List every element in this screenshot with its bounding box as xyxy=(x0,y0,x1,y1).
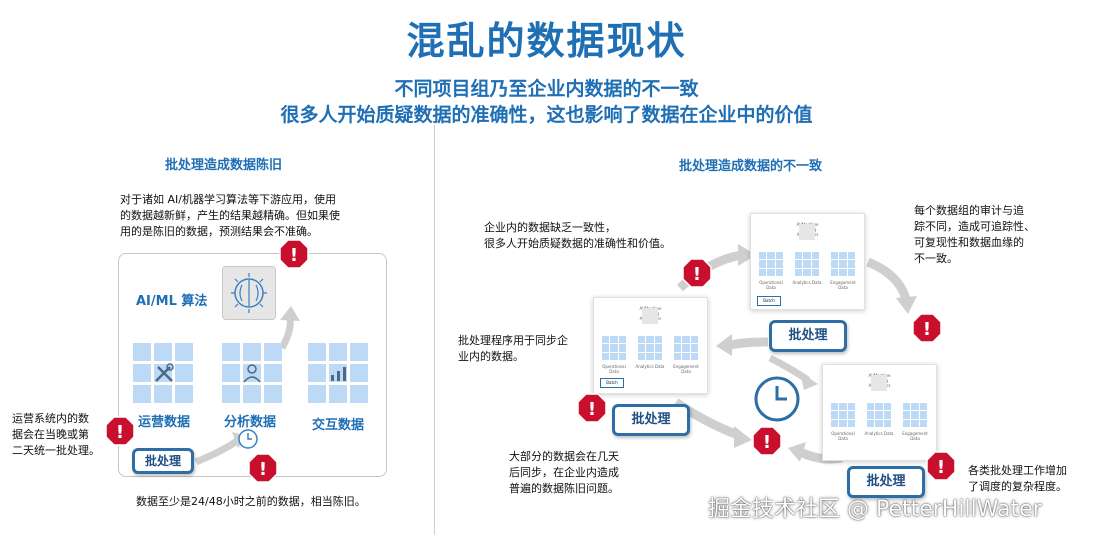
warning-icon: ! xyxy=(248,453,278,483)
data-card-right: AI/MachineLearningAlgorithms Operational… xyxy=(822,364,937,461)
left-top-note: 对于诸如 AI/机器学习算法等下游应用，使用 的数据越新鲜，产生的结果越精确。但… xyxy=(120,193,340,238)
chart-icon xyxy=(331,367,346,381)
page-title: 混乱的数据现状 xyxy=(406,19,687,63)
operations-data-tiles xyxy=(133,343,193,403)
data-card-top: AI/MachineLearningAlgorithms Operational… xyxy=(750,213,865,310)
warning-icon: ! xyxy=(279,239,309,269)
svg-text:!: ! xyxy=(116,422,124,443)
right-note-top-right: 每个数据组的审计与追 踪不同，造成可追踪性、 可复现性和数据血缘的 不一致。 xyxy=(914,204,1035,265)
analyst-icon xyxy=(243,364,261,383)
right-note-bottom-right: 各类批处理工作增加 了调度的复杂程度。 xyxy=(968,464,1067,493)
batch-button-top: 批处理 xyxy=(769,320,847,352)
svg-text:!: ! xyxy=(588,399,596,420)
analytics-data-tiles xyxy=(222,343,282,403)
left-bottom-note: 数据至少是24/48小时之前的数据，相当陈旧。 xyxy=(136,495,366,508)
warning-icon: ! xyxy=(577,393,607,423)
warning-icon: ! xyxy=(752,426,782,456)
interaction-data-label: 交互数据 xyxy=(312,418,365,433)
brain-icon xyxy=(799,224,815,240)
warning-icon: ! xyxy=(682,258,712,288)
svg-text:!: ! xyxy=(290,245,298,266)
left-section-title: 批处理造成数据陈旧 xyxy=(165,158,283,173)
clock-icon xyxy=(754,376,800,422)
warning-icon: ! xyxy=(912,313,942,343)
section-divider xyxy=(434,125,435,535)
svg-text:!: ! xyxy=(763,432,771,453)
ai-ml-label: AI/ML 算法 xyxy=(136,294,208,309)
left-batch-button: 批处理 xyxy=(132,448,194,474)
subtitle-line-2: 很多人开始质疑数据的准确性，这也影响了数据在企业中的价值 xyxy=(280,104,813,126)
batch-button-right: 批处理 xyxy=(847,466,925,498)
right-note-mid-left: 批处理程序用于同步企 业内的数据。 xyxy=(458,334,568,363)
interaction-data-tiles xyxy=(308,343,368,403)
right-section-title: 批处理造成数据的不一致 xyxy=(679,159,823,174)
brain-icon xyxy=(871,375,887,391)
right-note-top-left: 企业内的数据缺乏一致性， 很多人开始质疑数据的准确性和价值。 xyxy=(484,221,671,250)
right-note-bottom-left: 大部分的数据会在几天 后同步，在企业内造成 普遍的数据陈旧问题。 xyxy=(509,450,619,495)
batch-button-left: 批处理 xyxy=(612,404,690,436)
data-card-left: AI/MachineLearningAlgorithms Operational… xyxy=(593,297,708,394)
tools-icon xyxy=(155,363,174,382)
clock-icon xyxy=(238,429,258,449)
left-side-note: 运营系统内的数 据会在当晚或第 二天统一批处理。 xyxy=(12,412,100,457)
brain-icon xyxy=(642,308,658,324)
svg-text:!: ! xyxy=(937,457,945,478)
warning-icon: ! xyxy=(926,451,956,481)
watermark: 掘金技术社区 @ PetterHillWater xyxy=(708,497,1042,522)
subtitle-line-1: 不同项目组乃至企业内数据的不一致 xyxy=(394,78,699,100)
warning-icon: ! xyxy=(105,416,135,446)
ai-ml-box xyxy=(222,266,276,320)
brain-icon xyxy=(231,273,267,313)
svg-text:!: ! xyxy=(259,459,267,480)
analytics-data-label: 分析数据 xyxy=(224,415,277,430)
svg-text:!: ! xyxy=(923,319,931,340)
card-batch-mini: Batch xyxy=(600,378,624,388)
operations-data-label: 运营数据 xyxy=(138,415,191,430)
svg-text:!: ! xyxy=(693,264,701,285)
card-batch-mini: Batch xyxy=(757,296,781,306)
